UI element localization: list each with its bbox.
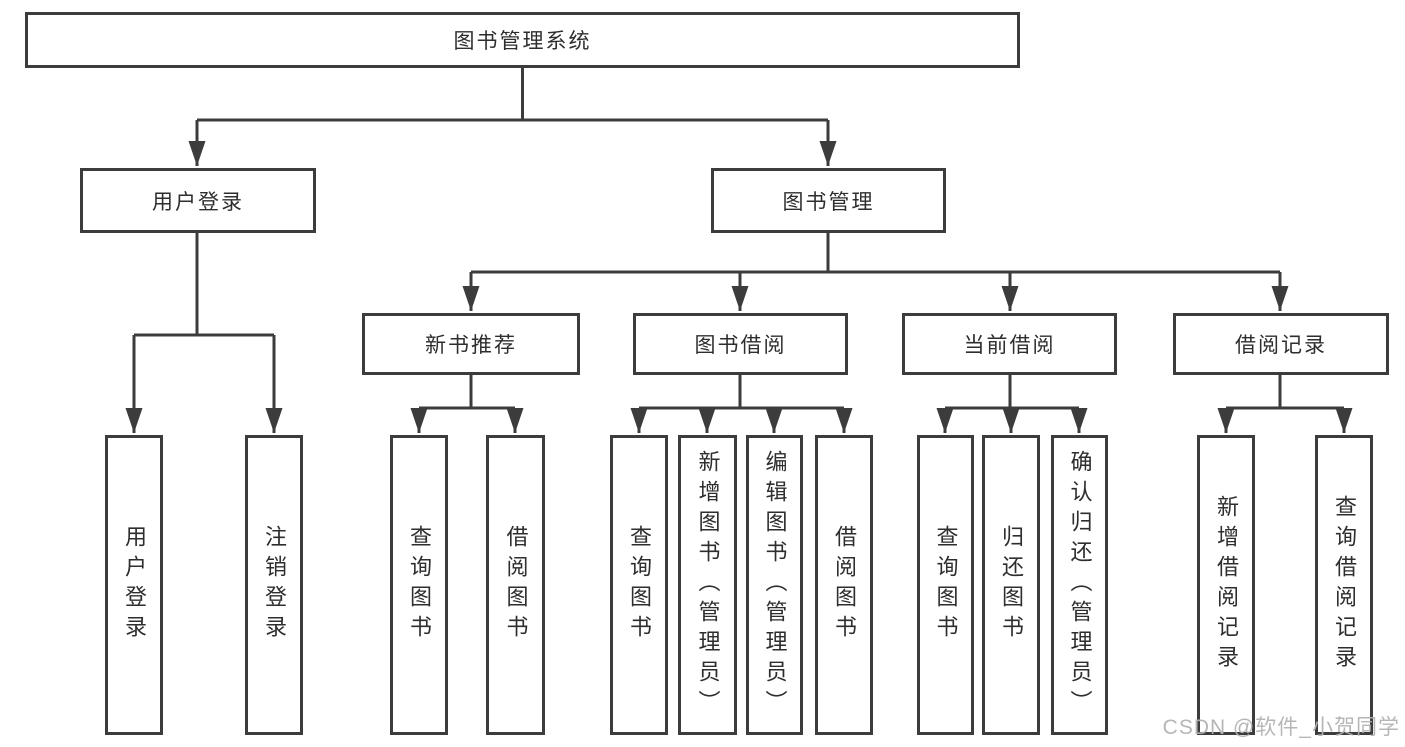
node-borrowing-records-label: 借阅记录 bbox=[1235, 334, 1327, 357]
node-user-login-label: 用户登录 bbox=[152, 190, 244, 214]
node-book-management: 图书管理 bbox=[711, 168, 946, 233]
node-borrowing-records: 借阅记录 bbox=[1173, 313, 1389, 375]
node-book-borrowing: 图书借阅 bbox=[633, 313, 848, 375]
leaf-query-borrow-record-label: 查询借阅记录 bbox=[1332, 495, 1357, 675]
leaf-query-books-2-label: 查询图书 bbox=[627, 525, 652, 645]
node-book-management-label: 图书管理 bbox=[782, 190, 875, 214]
leaf-borrow-books-1: 借阅图书 bbox=[486, 435, 545, 735]
leaf-query-borrow-record: 查询借阅记录 bbox=[1315, 435, 1373, 735]
leaf-query-books-3-label: 查询图书 bbox=[933, 525, 959, 645]
leaf-add-book-admin-label: 新增图书（管理员） bbox=[695, 450, 721, 720]
leaf-confirm-return-admin-label: 确认归还（管理员） bbox=[1067, 450, 1093, 720]
leaf-edit-book-admin: 编辑图书（管理员） bbox=[746, 435, 803, 735]
leaf-return-books-label: 归还图书 bbox=[999, 525, 1024, 645]
node-user-login: 用户登录 bbox=[80, 168, 316, 233]
leaf-logout: 注销登录 bbox=[245, 435, 303, 735]
leaf-query-books-1-label: 查询图书 bbox=[407, 525, 432, 645]
node-library-system-label: 图书管理系统 bbox=[453, 30, 592, 53]
leaf-borrow-books-2: 借阅图书 bbox=[815, 435, 873, 735]
connector-lines bbox=[125, 68, 1353, 433]
leaf-add-borrow-record-label: 新增借阅记录 bbox=[1214, 495, 1239, 675]
leaf-return-books: 归还图书 bbox=[982, 435, 1040, 735]
leaf-user-login: 用户登录 bbox=[105, 435, 163, 735]
leaf-add-borrow-record: 新增借阅记录 bbox=[1197, 435, 1255, 735]
node-book-borrowing-label: 图书借阅 bbox=[694, 334, 787, 357]
node-current-borrowing-label: 当前借阅 bbox=[963, 334, 1056, 357]
leaf-query-books-2: 查询图书 bbox=[610, 435, 668, 735]
leaf-logout-label: 注销登录 bbox=[262, 525, 287, 645]
leaf-user-login-label: 用户登录 bbox=[122, 525, 147, 645]
leaf-query-books-3: 查询图书 bbox=[917, 435, 974, 735]
node-new-book-recommendation-label: 新书推荐 bbox=[425, 334, 517, 357]
leaf-borrow-books-2-label: 借阅图书 bbox=[832, 525, 857, 645]
leaf-add-book-admin: 新增图书（管理员） bbox=[678, 435, 737, 735]
leaf-query-books-1: 查询图书 bbox=[390, 435, 448, 735]
leaf-edit-book-admin-label: 编辑图书（管理员） bbox=[762, 450, 788, 720]
leaf-confirm-return-admin: 确认归还（管理员） bbox=[1051, 435, 1108, 735]
node-current-borrowing: 当前借阅 bbox=[902, 313, 1117, 375]
node-new-book-recommendation: 新书推荐 bbox=[362, 313, 580, 375]
leaf-borrow-books-1-label: 借阅图书 bbox=[503, 525, 529, 645]
node-library-system: 图书管理系统 bbox=[25, 12, 1020, 68]
